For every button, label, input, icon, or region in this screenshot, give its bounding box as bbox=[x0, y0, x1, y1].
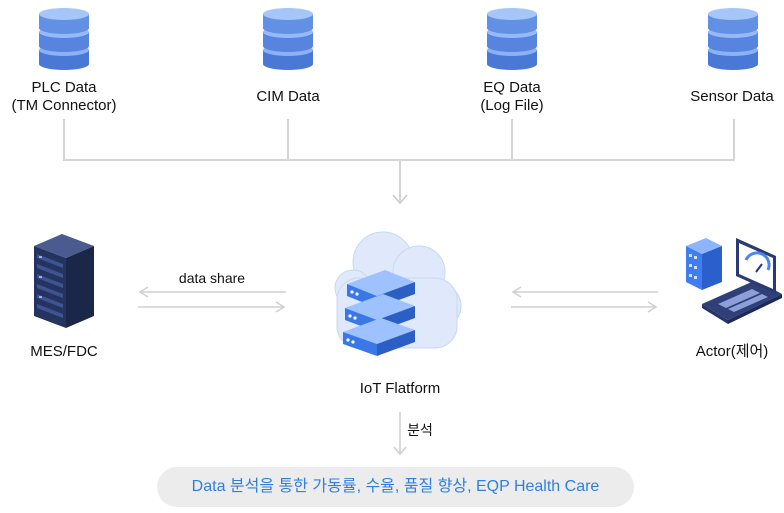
database-icon bbox=[39, 8, 89, 70]
database-icon bbox=[708, 8, 758, 70]
source-label-plc: PLC Data (TM Connector) bbox=[0, 79, 128, 115]
connector-line bbox=[511, 119, 513, 161]
source-label-cim: CIM Data bbox=[228, 88, 348, 106]
source-label-line1: CIM Data bbox=[256, 88, 320, 105]
connector-line bbox=[287, 119, 289, 161]
cloud-server-icon bbox=[334, 231, 462, 356]
source-label-sensor: Sensor Data bbox=[680, 88, 784, 106]
connector-line bbox=[733, 119, 735, 161]
actor-label: Actor(제어) bbox=[695, 343, 769, 360]
source-label-line1: Sensor Data bbox=[690, 88, 774, 105]
database-icon bbox=[263, 8, 313, 70]
iot-platform-label: IoT Flatform bbox=[359, 380, 441, 397]
database-icon bbox=[487, 8, 537, 70]
analysis-label: 분석 bbox=[407, 422, 433, 438]
arrow-down-icon bbox=[392, 194, 408, 205]
result-banner: Data 분석을 통한 가동률, 수율, 품질 향상, EQP Health C… bbox=[157, 467, 634, 507]
source-label-line2: (Log File) bbox=[480, 97, 544, 114]
source-label-line2: (TM Connector) bbox=[11, 97, 117, 114]
laptop-dashboard-icon bbox=[686, 238, 782, 324]
connector-bus bbox=[63, 159, 735, 161]
source-label-line1: PLC Data bbox=[31, 79, 97, 96]
connector-line bbox=[399, 161, 401, 201]
connector-line bbox=[63, 119, 65, 161]
source-label-eq: EQ Data (Log File) bbox=[452, 79, 572, 115]
mes-fdc-label: MES/FDC bbox=[30, 343, 98, 360]
data-share-label: data share bbox=[178, 270, 246, 286]
server-rack-icon bbox=[34, 234, 94, 328]
source-label-line1: EQ Data bbox=[483, 79, 541, 96]
